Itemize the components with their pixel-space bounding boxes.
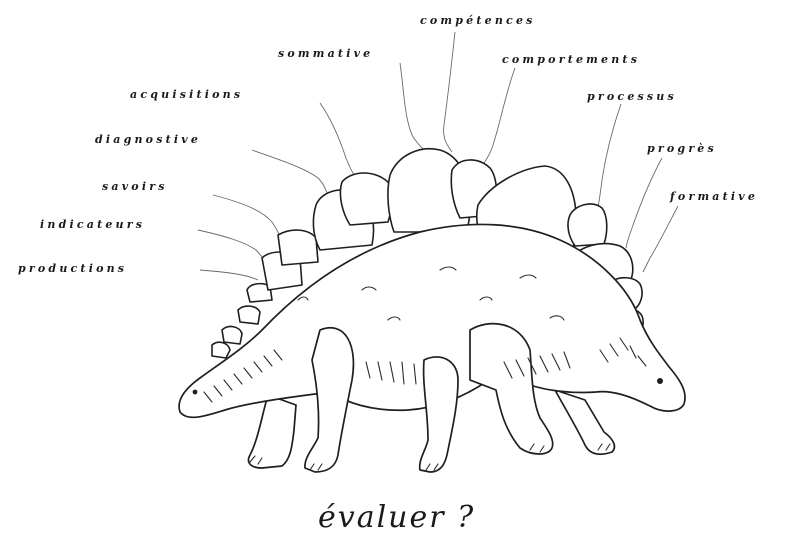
leader-acquisitions — [320, 103, 356, 178]
leader-processus — [598, 104, 621, 210]
leader-formative — [643, 206, 678, 272]
label-diagnostive: diagnostive — [95, 133, 201, 146]
label-acquisitions: acquisitions — [130, 88, 243, 101]
far-front-leg — [555, 390, 614, 454]
eye-left — [193, 390, 198, 395]
leader-competences — [444, 32, 455, 152]
label-progres: progrès — [647, 142, 717, 155]
label-savoirs: savoirs — [102, 180, 168, 193]
far-hind-leg — [249, 395, 297, 468]
leader-diagnostive — [252, 150, 328, 196]
leader-comportements — [484, 68, 515, 163]
middle-leg — [420, 357, 458, 472]
leader-indicateurs — [198, 230, 268, 264]
leader-productions — [200, 270, 258, 280]
caption: évaluer ? — [318, 500, 475, 535]
label-formative: formative — [670, 190, 758, 203]
eye-right — [657, 378, 663, 384]
label-indicateurs: indicateurs — [40, 218, 145, 231]
label-sommative: sommative — [278, 47, 373, 60]
label-processus: processus — [587, 90, 677, 103]
leader-sommative — [400, 63, 428, 152]
leader-savoirs — [213, 195, 280, 236]
label-competences: compétences — [420, 14, 536, 27]
leader-progres — [626, 158, 662, 248]
label-productions: productions — [18, 262, 127, 275]
label-comportements: comportements — [502, 53, 640, 66]
